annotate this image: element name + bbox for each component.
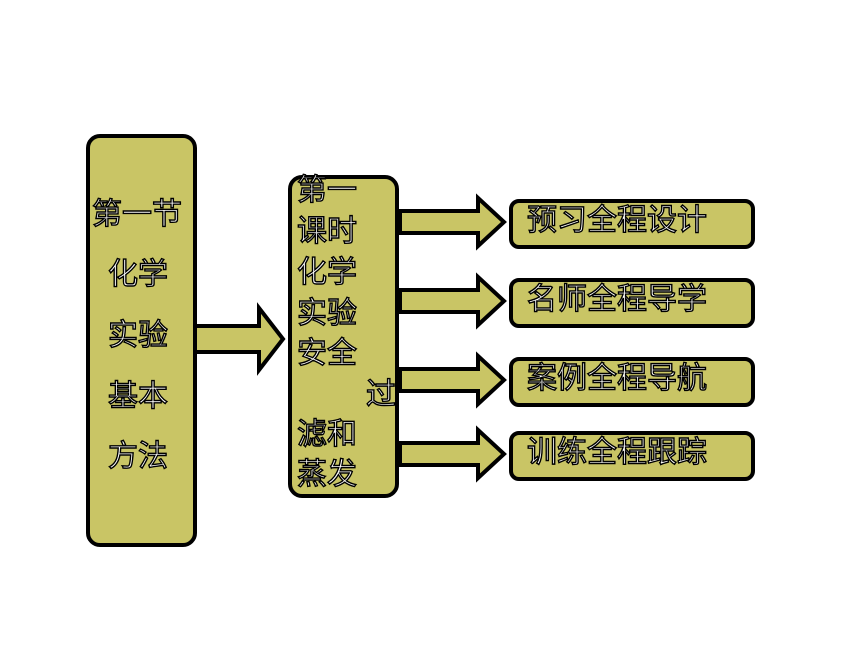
item-label-3: 案例全程导航	[526, 361, 707, 396]
item-box-4	[509, 431, 755, 481]
item-label-2: 名师全程导学	[526, 282, 707, 317]
section-title-line-2: 化学	[107, 257, 168, 292]
lesson-title-line-2: 课时	[296, 214, 357, 249]
lesson-to-item-arrow-2	[398, 272, 507, 330]
lesson-box	[288, 175, 399, 498]
item-label-1: 预习全程设计	[526, 203, 707, 238]
section-title-line-1: 第一节	[91, 197, 182, 232]
item-box-3	[509, 357, 755, 407]
section-title-line-4: 基本	[107, 379, 168, 414]
lesson-title-line-4: 实验	[296, 296, 357, 331]
lesson-to-item-arrow-4	[398, 425, 507, 483]
lesson-to-item-arrow-1	[398, 193, 507, 251]
item-label-4: 训练全程跟踪	[526, 435, 707, 470]
lesson-title-line-8: 蒸发	[296, 457, 357, 492]
lesson-to-item-arrow-3	[398, 351, 507, 409]
section-box	[86, 134, 197, 547]
lesson-title-line-5: 安全	[296, 336, 357, 371]
lesson-title-line-1: 第一	[296, 173, 357, 208]
section-title-line-3: 实验	[107, 318, 168, 353]
lesson-title-line-6: 过	[365, 377, 396, 412]
lesson-title-line-7: 滤和	[296, 417, 357, 452]
section-title-line-5: 方法	[107, 439, 168, 474]
lesson-title-line-3: 化学	[296, 255, 357, 290]
item-box-2	[509, 278, 755, 328]
item-box-1	[509, 199, 755, 249]
section-to-lesson-arrow	[193, 302, 286, 376]
